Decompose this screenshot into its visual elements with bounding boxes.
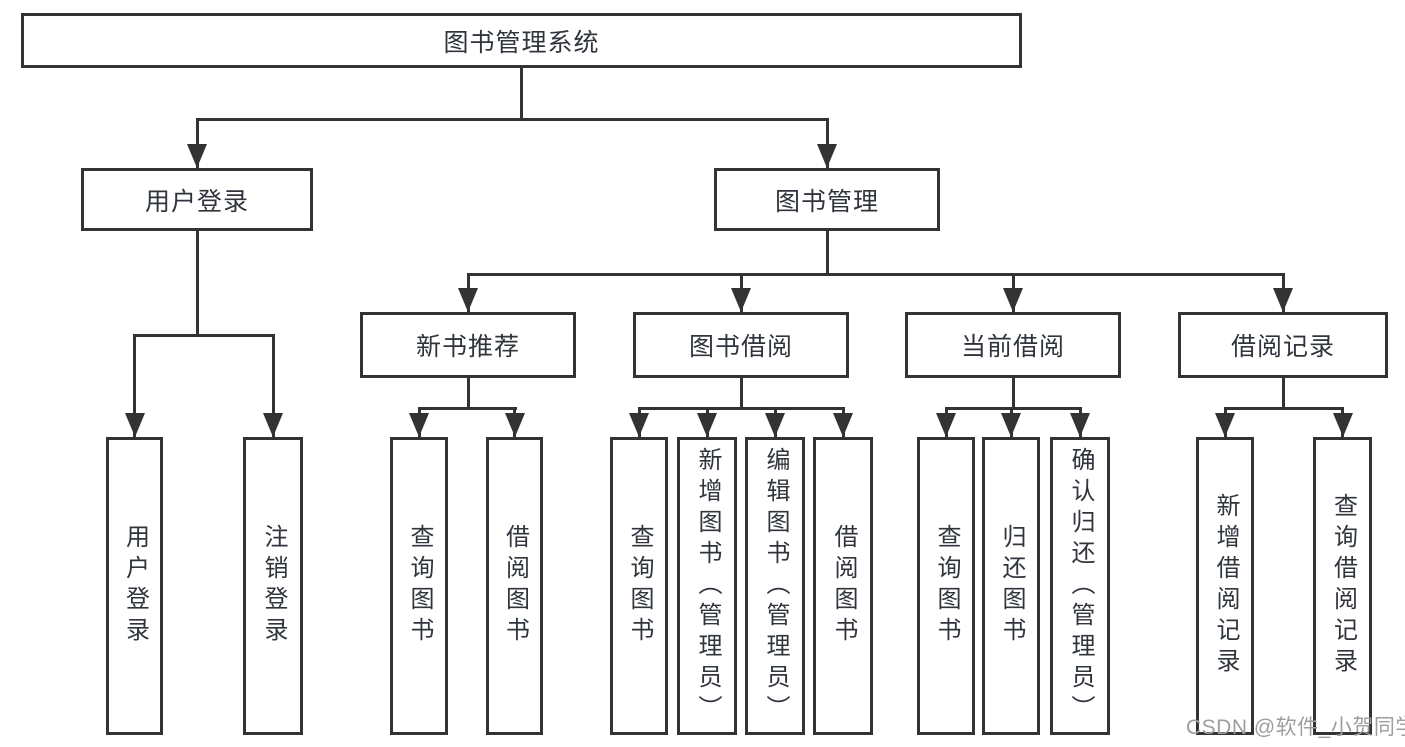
connector-line: [133, 334, 275, 337]
connector-line: [520, 66, 523, 118]
leaf-bb-query-books-label: 查询图书: [626, 524, 653, 648]
leaf-br-add-record-label: 新增借阅记录: [1212, 493, 1239, 679]
arrow-down-icon: [697, 413, 717, 437]
leaf-bb-borrow-books-label: 借阅图书: [830, 524, 857, 648]
arrow-down-icon: [1273, 288, 1293, 312]
arrow-down-icon: [458, 288, 478, 312]
leaf-cb-query-books-label: 查询图书: [933, 524, 960, 648]
node-borrow-records: 借阅记录: [1178, 312, 1388, 378]
csdn-watermark: CSDN @软件_小贺同学: [1186, 716, 1405, 739]
arrow-down-icon: [629, 413, 649, 437]
leaf-bb-edit-books-label: 编辑图书（管理员）: [762, 446, 789, 726]
connector-line: [195, 229, 199, 334]
arrow-down-icon: [409, 413, 429, 437]
leaf-nb-borrow-books-label: 借阅图书: [501, 524, 529, 648]
leaf-cb-return-books-label: 归还图书: [998, 524, 1025, 648]
node-current-borrowing-label: 当前借阅: [960, 333, 1065, 361]
connector-line: [271, 334, 275, 437]
arrow-down-icon: [263, 413, 283, 437]
leaf-nb-borrow-books: 借阅图书: [486, 437, 543, 735]
leaf-br-query-record-label: 查询借阅记录: [1329, 493, 1357, 679]
leaf-bb-query-books: 查询图书: [610, 437, 668, 735]
connector-line: [944, 407, 1082, 410]
arrow-down-icon: [1003, 288, 1023, 312]
connector-line: [1011, 376, 1015, 407]
node-book-management-label: 图书管理: [774, 187, 879, 216]
connector-line: [196, 118, 829, 121]
connector-line: [739, 376, 743, 407]
node-current-borrowing: 当前借阅: [905, 312, 1121, 378]
node-book-borrowing: 图书借阅: [633, 312, 849, 378]
arrow-down-icon: [1332, 413, 1353, 437]
arrow-down-icon: [1001, 413, 1021, 437]
leaf-br-add-record: 新增借阅记录: [1196, 437, 1254, 735]
leaf-cb-confirm-return-label: 确认归还（管理员）: [1067, 446, 1094, 726]
connector-line: [1281, 376, 1285, 407]
arrow-down-icon: [817, 144, 837, 168]
leaf-bb-add-books: 新增图书（管理员）: [677, 437, 737, 735]
arrow-down-icon: [1070, 413, 1090, 437]
node-library-system: 图书管理系统: [21, 13, 1022, 68]
leaf-cb-return-books: 归还图书: [982, 437, 1040, 735]
node-library-system-label: 图书管理系统: [443, 28, 600, 57]
connector-line: [637, 407, 845, 410]
arrow-down-icon: [833, 413, 853, 437]
node-user-login: 用户登录: [81, 168, 313, 231]
node-borrow-records-label: 借阅记录: [1230, 333, 1335, 361]
arrow-down-icon: [187, 144, 207, 168]
arrow-down-icon: [731, 288, 751, 312]
leaf-logout-label: 注销登录: [260, 524, 287, 648]
node-book-borrowing-label: 图书借阅: [688, 333, 793, 361]
leaf-logout: 注销登录: [243, 437, 303, 735]
node-user-login-label: 用户登录: [144, 187, 249, 216]
arrow-down-icon: [936, 413, 956, 437]
arrow-down-icon: [1215, 413, 1235, 437]
node-new-book-recommend-label: 新书推荐: [415, 333, 520, 361]
connector-line: [417, 407, 517, 410]
connector-line: [1223, 407, 1344, 410]
leaf-br-query-record: 查询借阅记录: [1313, 437, 1372, 735]
connector-line: [825, 229, 829, 273]
connector-line: [466, 376, 470, 407]
leaf-bb-edit-books: 编辑图书（管理员）: [745, 437, 805, 735]
leaf-nb-query-books: 查询图书: [390, 437, 448, 735]
leaf-user-login-label: 用户登录: [121, 524, 149, 648]
arrow-down-icon: [504, 413, 525, 437]
node-book-management: 图书管理: [714, 168, 940, 231]
leaf-nb-query-books-label: 查询图书: [406, 524, 433, 648]
leaf-bb-add-books-label: 新增图书（管理员）: [694, 446, 721, 726]
connector-line: [466, 273, 1285, 276]
leaf-bb-borrow-books: 借阅图书: [813, 437, 873, 735]
arrow-down-icon: [765, 413, 785, 437]
leaf-cb-query-books: 查询图书: [917, 437, 975, 735]
leaf-cb-confirm-return: 确认归还（管理员）: [1050, 437, 1110, 735]
connector-line: [825, 118, 829, 168]
arrow-down-icon: [124, 413, 145, 437]
leaf-user-login: 用户登录: [106, 437, 163, 735]
connector-line: [195, 118, 199, 168]
connector-line: [133, 334, 136, 437]
node-new-book-recommend: 新书推荐: [360, 312, 576, 378]
